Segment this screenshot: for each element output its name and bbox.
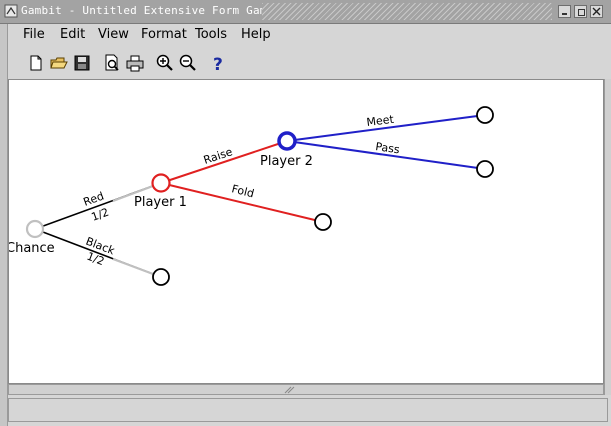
branch-label-red: Red [82, 189, 106, 208]
menu-tools[interactable]: Tools [195, 27, 228, 42]
app-icon [4, 4, 18, 18]
scroll-grip-icon [284, 386, 295, 394]
save-icon[interactable] [72, 53, 92, 73]
print-preview-icon[interactable] [102, 53, 122, 73]
zoom-out-icon[interactable] [178, 53, 198, 73]
title-drag-grip[interactable] [262, 3, 552, 20]
player1-node[interactable] [151, 173, 171, 193]
player1-node-label: Player 1 [134, 195, 187, 210]
player2-node[interactable] [277, 131, 297, 151]
title-bar[interactable]: Gambit - Untitled Extensive Form Game [0, 0, 611, 24]
branch-label-pass: Pass [375, 140, 401, 156]
close-button[interactable] [590, 5, 603, 18]
terminal-node[interactable] [152, 268, 170, 286]
branch-pass-line[interactable] [286, 140, 486, 170]
new-file-icon[interactable] [26, 53, 46, 73]
terminal-node[interactable] [476, 160, 494, 178]
chance-node[interactable] [25, 219, 45, 239]
branch-prob-red: 1/2 [90, 206, 111, 224]
open-folder-icon[interactable] [49, 53, 69, 73]
toolbar: ? [8, 48, 611, 78]
branch-prob-black: 1/2 [85, 250, 106, 268]
chance-node-label: Chance [9, 241, 55, 256]
svg-text:?: ? [213, 55, 223, 73]
window-left-frame [0, 24, 8, 426]
menu-bar: File Edit View Format Tools Help [8, 24, 611, 46]
menu-help[interactable]: Help [241, 27, 271, 42]
close-icon [592, 7, 601, 16]
vertical-scrollbar[interactable] [604, 79, 611, 395]
help-icon[interactable]: ? [208, 53, 228, 73]
menu-file[interactable]: File [23, 27, 45, 42]
game-tree-canvas[interactable]: Chance Player 1 Player 2 Red 1/2 Black 1… [8, 79, 604, 384]
window-title: Gambit - Untitled Extensive Form Game [21, 4, 274, 17]
terminal-node[interactable] [314, 213, 332, 231]
print-icon[interactable] [125, 53, 145, 73]
branch-label-meet: Meet [366, 113, 395, 129]
player2-node-label: Player 2 [260, 154, 313, 169]
menu-edit[interactable]: Edit [60, 27, 86, 42]
menu-format[interactable]: Format [141, 27, 187, 42]
game-tree: Chance Player 1 Player 2 Red 1/2 Black 1… [9, 106, 494, 286]
horizontal-scrollbar[interactable] [8, 384, 604, 395]
branch-label-fold: Fold [230, 182, 255, 200]
terminal-node[interactable] [476, 106, 494, 124]
minimize-button[interactable] [558, 5, 571, 18]
branch-fold-line[interactable] [160, 182, 324, 223]
maximize-button[interactable] [574, 5, 587, 18]
branch-meet-line[interactable] [286, 114, 486, 142]
zoom-in-icon[interactable] [155, 53, 175, 73]
branch-raise-line[interactable] [160, 140, 288, 184]
menu-view[interactable]: View [98, 27, 129, 42]
status-bar [8, 398, 608, 422]
